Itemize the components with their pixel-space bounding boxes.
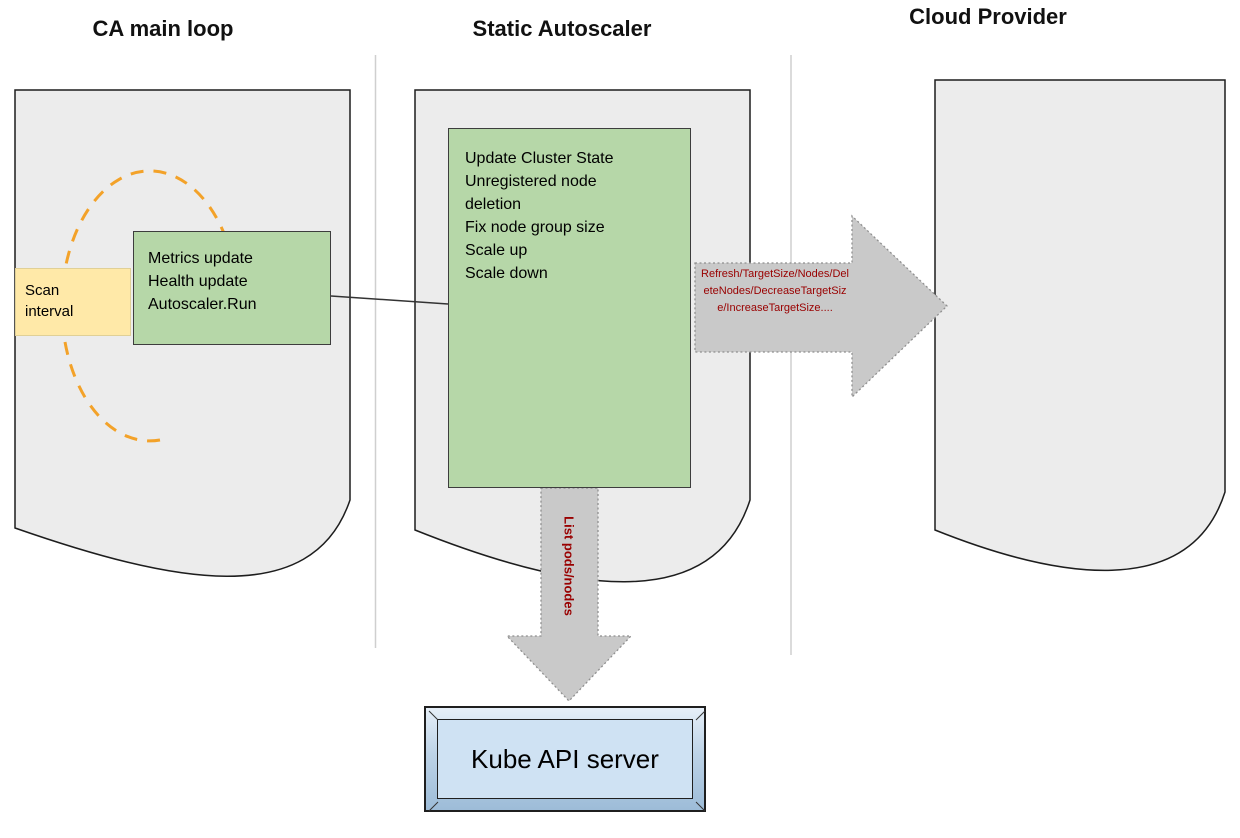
run-box-line: Health update — [148, 273, 248, 290]
cloud-provider-document — [934, 79, 1226, 571]
title-static-autoscaler: Static Autoscaler — [472, 16, 652, 41]
arrow-to-cloud-provider — [694, 214, 948, 399]
scan-loop-dashed-arc — [60, 169, 230, 443]
run-box-line: Metrics update — [148, 250, 253, 267]
kube-api-calls-label: List pods/nodes — [561, 516, 577, 616]
autoscaler-steps-box: Update Cluster State Unregistered node d… — [448, 128, 691, 488]
kube-api-server-box: Kube API server — [424, 706, 706, 812]
autoscaler-step: Update Cluster State — [465, 150, 614, 167]
run-to-autoscaler-connector — [330, 295, 449, 305]
scan-interval-box: Scan interval — [15, 268, 131, 336]
autoscaler-step: Fix node group size — [465, 219, 605, 236]
kube-api-server-label: Kube API server — [471, 743, 659, 774]
autoscaler-run-box: Metrics update Health update Autoscaler.… — [133, 231, 331, 345]
autoscaler-step: Unregistered node deletion — [465, 173, 597, 213]
arrow-to-kube-api-server — [505, 487, 633, 702]
scan-interval-label: Scan interval — [25, 282, 74, 320]
autoscaler-step: Scale down — [465, 265, 548, 282]
kube-api-server-inner-panel: Kube API server — [437, 719, 693, 799]
autoscaler-step: Scale up — [465, 242, 528, 259]
title-ca-main-loop: CA main loop — [92, 16, 234, 41]
cloud-provider-calls-label: Refresh/TargetSize/Nodes/DeleteNodes/Dec… — [701, 268, 849, 315]
title-cloud-provider: Cloud Provider — [909, 4, 1067, 29]
run-box-line: Autoscaler.Run — [148, 296, 257, 313]
